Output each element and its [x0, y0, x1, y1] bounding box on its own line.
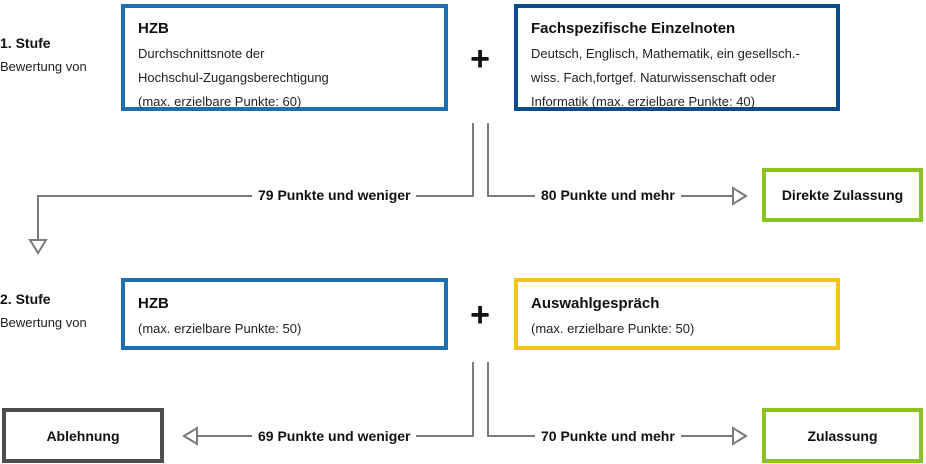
stage2-title: 2. Stufe — [0, 291, 51, 307]
stage1-plus-icon: + — [470, 40, 490, 78]
stage1-hzb-line: (max. erzielbare Punkte: 60) — [138, 94, 302, 109]
admission-box: Zulassung — [762, 408, 923, 463]
stage1-hzb-line: Hochschul-Zugangsberechtigung — [138, 70, 329, 85]
stage1-title: 1. Stufe — [0, 35, 51, 51]
stage2-high-arrowhead — [732, 426, 748, 446]
stage1-high-arrowhead — [732, 186, 748, 206]
stage2-low-label: 69 Punkte und weniger — [252, 426, 417, 446]
stage2-hzb-title: HZB — [138, 295, 169, 312]
stage1-high-label: 80 Punkte und mehr — [535, 185, 681, 205]
stage2-high-label: 70 Punkte und mehr — [535, 426, 681, 446]
stage1-low-connector — [37, 123, 474, 240]
stage1-hzb-box: HZB Durchschnittsnote der Hochschul-Zuga… — [121, 4, 448, 111]
stage1-einzelnoten-line: Deutsch, Englisch, Mathematik, ein gesel… — [531, 46, 800, 61]
stage2-low-arrowhead — [182, 426, 198, 446]
stage1-hzb-line: Durchschnittsnote der — [138, 46, 265, 61]
stage2-high-connector — [487, 362, 733, 437]
stage2-hzb-line: (max. erzielbare Punkte: 50) — [138, 321, 302, 336]
stage2-auswahlgespraech-box: Auswahlgespräch (max. erzielbare Punkte:… — [514, 278, 840, 350]
stage2-plus-icon: + — [470, 296, 490, 334]
rejection-box: Ablehnung — [2, 408, 164, 463]
stage1-einzelnoten-line: wiss. Fach,fortgef. Naturwissenschaft od… — [531, 70, 776, 85]
stage1-low-arrowhead — [28, 239, 48, 255]
stage2-low-connector — [197, 362, 474, 437]
stage1-einzelnoten-title: Fachspezifische Einzelnoten — [531, 20, 736, 37]
stage1-einzelnoten-line: Informatik (max. erzielbare Punkte: 40) — [531, 94, 755, 109]
stage2-auswahlgespraech-title: Auswahlgespräch — [531, 295, 660, 312]
stage2-hzb-box: HZB (max. erzielbare Punkte: 50) — [121, 278, 448, 350]
stage1-subtitle: Bewertung von — [0, 59, 87, 74]
stage2-subtitle: Bewertung von — [0, 315, 87, 330]
stage1-einzelnoten-box: Fachspezifische Einzelnoten Deutsch, Eng… — [514, 4, 840, 111]
direct-admission-box: Direkte Zulassung — [762, 168, 923, 222]
stage2-auswahlgespraech-line: (max. erzielbare Punkte: 50) — [531, 321, 695, 336]
stage1-hzb-title: HZB — [138, 20, 169, 37]
stage1-low-label: 79 Punkte und weniger — [252, 185, 417, 205]
